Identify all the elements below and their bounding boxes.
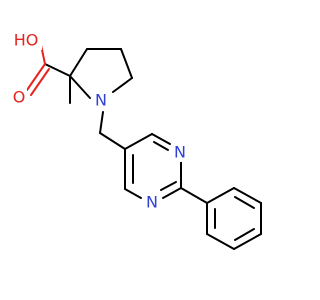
bond-n1-ch2 [99,111,104,134]
bond-n1-c2 [69,75,91,99]
bond-carboxyl-carbon-carbonyl-oxygen [26,63,46,91]
bond-carboxyl-carbonyl-double [30,68,50,96]
bond-pyrimidine-c6-n1-double [153,141,169,151]
bond-pyrimidine-c5-c6 [124,133,153,150]
bond-phenyl-c4-c5-double [234,228,255,241]
pyrimidine-nitrogen-3-label-background [143,192,161,212]
pyrrolidine-nitrogen-label: N [95,91,107,110]
bond-phenyl-c1-c2 [206,187,235,204]
carbonyl-oxygen-label-background [11,87,27,107]
bond-phenyl-c5-c6 [206,233,235,250]
carbonyl-oxygen-label: O [13,88,26,107]
bond-phenyl-c2-c3-double [234,196,255,209]
pyrimidine-nitrogen-3-label: N [146,193,158,212]
bond-c4-c5 [120,48,133,79]
bond-pyrimidine-c2-n3 [162,187,182,199]
pyrimidine-nitrogen-1-label: N [174,143,186,162]
bond-pyrimidine-c2-phenyl [180,187,208,204]
pyrimidine-nitrogen-1-label-background [171,142,189,162]
bond-c5-n1 [112,77,133,93]
bond-phenyl-c4-c5 [233,233,262,250]
bond-phenyl-c2-c3 [233,187,262,204]
bond-ch2-pyrimidine-c5 [99,132,126,150]
bond-c2-carboxyl-carbon [44,63,71,77]
pyrrolidine-nitrogen-label-background [92,90,110,110]
bond-pyrimidine-c6-n1 [151,133,171,145]
hydroxyl-oxygen-label-background [10,30,42,50]
bond-pyrimidine-n3-c4 [124,188,142,199]
chemical-structure-diagram: HO O N N N [10,30,262,250]
bond-pyrimidine-c2-n3-double [160,181,177,191]
hydroxyl-oxygen-label: HO [14,31,39,50]
bond-c2-c3 [69,48,88,77]
